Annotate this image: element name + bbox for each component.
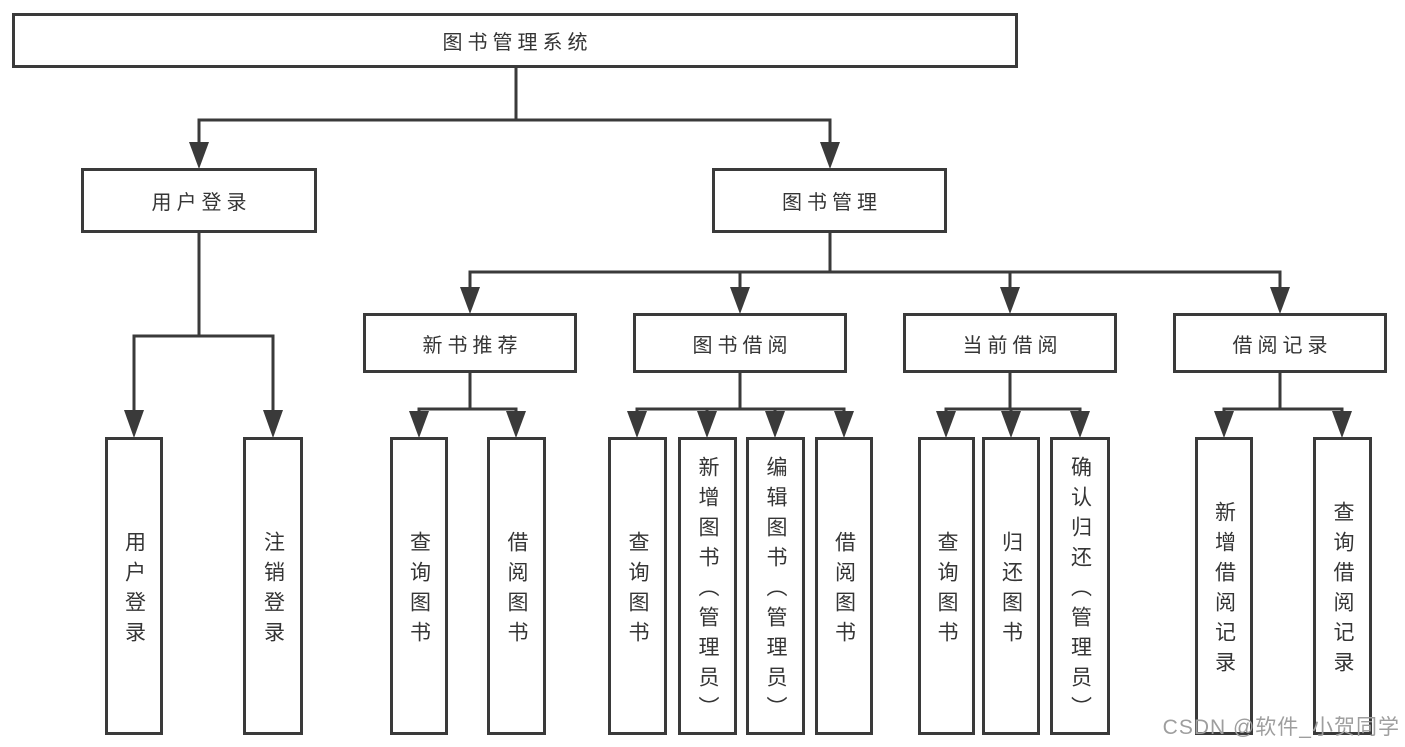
leaf-logout: 注销登录	[243, 437, 303, 735]
leaf-user-login: 用户登录	[105, 437, 163, 735]
leaf-confirm-return-admin-label: 确认归还（管理员）	[1068, 455, 1092, 726]
leaf-query-borrow-record-label: 查询借阅记录	[1331, 500, 1354, 681]
leaf-add-borrow-record-label: 新增借阅记录	[1212, 500, 1236, 681]
arrowhead-icon	[1270, 287, 1290, 314]
arrowhead-icon	[1332, 411, 1352, 438]
node-new-book-recommend: 新书推荐	[363, 313, 577, 373]
node-user-login: 用户登录	[81, 168, 317, 233]
leaf-logout-label: 注销登录	[261, 530, 285, 651]
arrowhead-icon	[730, 287, 750, 314]
arrowhead-icon	[627, 411, 647, 438]
leaf-borrow-books-label: 借阅图书	[832, 530, 856, 651]
arrowhead-icon	[506, 411, 526, 438]
leaf-return-book: 归还图书	[982, 437, 1040, 735]
node-book-borrow: 图书借阅	[633, 313, 847, 373]
arrowhead-icon	[409, 411, 429, 438]
node-borrow-records: 借阅记录	[1173, 313, 1387, 373]
node-book-management-label: 图书管理	[782, 192, 882, 214]
arrowhead-icon	[124, 410, 144, 438]
arrowhead-icon	[834, 411, 854, 438]
node-root: 图书管理系统	[12, 13, 1018, 68]
node-current-borrow: 当前借阅	[903, 313, 1117, 373]
leaf-add-book-admin: 新增图书（管理员）	[678, 437, 737, 735]
arrowhead-icon	[697, 411, 717, 438]
arrowhead-icon	[936, 411, 956, 438]
arrowhead-icon	[1001, 411, 1021, 438]
leaf-query-books-borrow: 查询图书	[608, 437, 667, 735]
leaf-query-borrow-record: 查询借阅记录	[1313, 437, 1372, 735]
leaf-add-borrow-record: 新增借阅记录	[1195, 437, 1253, 735]
arrowhead-icon	[765, 411, 785, 438]
arrowhead-icon	[1214, 411, 1234, 438]
leaf-query-books-current: 查询图书	[918, 437, 975, 735]
watermark: CSDN @软件_小贺同学	[1162, 716, 1400, 739]
arrowhead-icon	[1070, 411, 1090, 438]
node-root-label: 图书管理系统	[442, 32, 593, 54]
node-book-management: 图书管理	[712, 168, 947, 233]
arrowhead-icon	[263, 410, 283, 438]
leaf-borrow-books: 借阅图书	[815, 437, 873, 735]
leaf-user-login-label: 用户登录	[122, 530, 146, 651]
leaf-query-books-recommend: 查询图书	[390, 437, 448, 735]
arrowhead-icon	[820, 142, 840, 169]
node-book-borrow-label: 图书借阅	[692, 334, 793, 357]
node-current-borrow-label: 当前借阅	[962, 334, 1063, 357]
node-new-book-recommend-label: 新书推荐	[422, 334, 523, 357]
leaf-return-book-label: 归还图书	[999, 530, 1023, 651]
arrowhead-icon	[460, 287, 480, 314]
leaf-query-books-borrow-label: 查询图书	[626, 530, 649, 651]
leaf-query-books-recommend-label: 查询图书	[407, 530, 431, 651]
leaf-borrow-books-recommend: 借阅图书	[487, 437, 546, 735]
leaf-add-book-admin-label: 新增图书（管理员）	[696, 455, 719, 726]
arrowhead-icon	[189, 142, 209, 169]
leaf-query-books-current-label: 查询图书	[935, 530, 958, 651]
node-user-login-label: 用户登录	[151, 192, 252, 214]
leaf-edit-book-admin-label: 编辑图书（管理员）	[764, 455, 787, 726]
node-borrow-records-label: 借阅记录	[1232, 334, 1333, 357]
leaf-confirm-return-admin: 确认归还（管理员）	[1050, 437, 1110, 735]
arrowhead-icon	[1000, 287, 1020, 314]
leaf-edit-book-admin: 编辑图书（管理员）	[746, 437, 805, 735]
leaf-borrow-books-recommend-label: 借阅图书	[505, 530, 528, 651]
